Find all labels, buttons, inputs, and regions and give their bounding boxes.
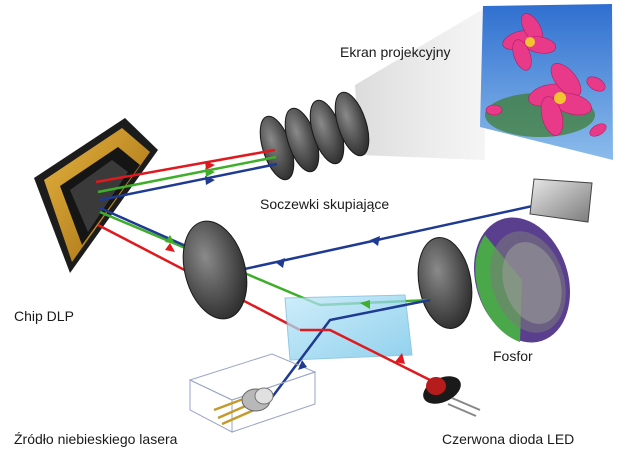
beams-to-lenses (95, 148, 278, 202)
lens-icon (182, 220, 248, 320)
label-blue-laser-source: Źródło niebieskiego lasera (14, 431, 178, 447)
label-projection-screen: Ekran projekcyjny (340, 44, 451, 60)
prism-icon (284, 294, 413, 361)
lens-icon (417, 236, 473, 330)
label-phosphor: Fosfor (493, 348, 533, 364)
label-dlp-chip: Chip DLP (14, 308, 74, 324)
phosphor-wheel-icon (473, 217, 571, 343)
lens-icon (334, 91, 370, 157)
beams-laser (269, 298, 431, 401)
condenser-lenses (259, 91, 370, 181)
projection-screen (480, 4, 613, 160)
dlp-chip-icon (34, 118, 158, 273)
label-condenser-lenses: Soczewki skupiające (260, 196, 390, 212)
beam-arrows (165, 161, 405, 370)
led-icon (423, 376, 481, 417)
label-red-led: Czerwona dioda LED (442, 431, 575, 447)
mirror-icon (529, 178, 593, 223)
laser-icon (188, 353, 317, 433)
projection-light-cone (355, 8, 485, 160)
